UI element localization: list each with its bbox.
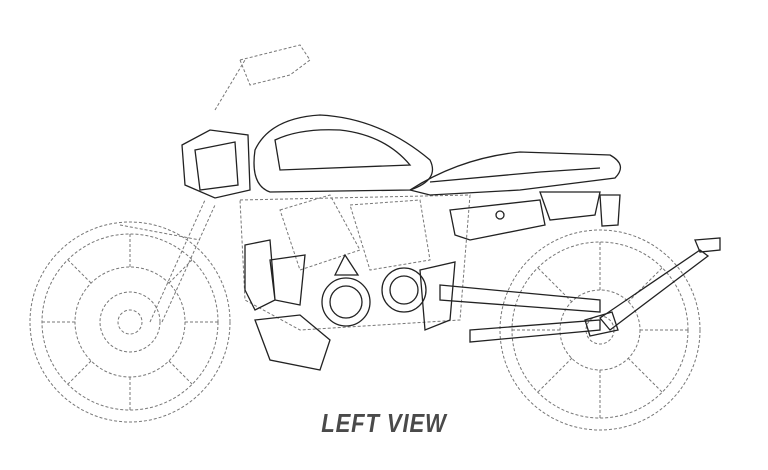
rear-wheel [499,229,701,431]
seat [408,151,622,196]
radiator-and-belly-pan [244,239,456,371]
headlight [181,129,251,199]
front-wheel [29,221,231,423]
figure-caption: LEFT VIEW [321,408,447,438]
swingarm [439,237,721,343]
engine [239,194,471,331]
front-fork [119,44,311,323]
side-cover [449,191,621,241]
engine-covers [321,253,427,327]
fuel-tank [253,114,434,193]
